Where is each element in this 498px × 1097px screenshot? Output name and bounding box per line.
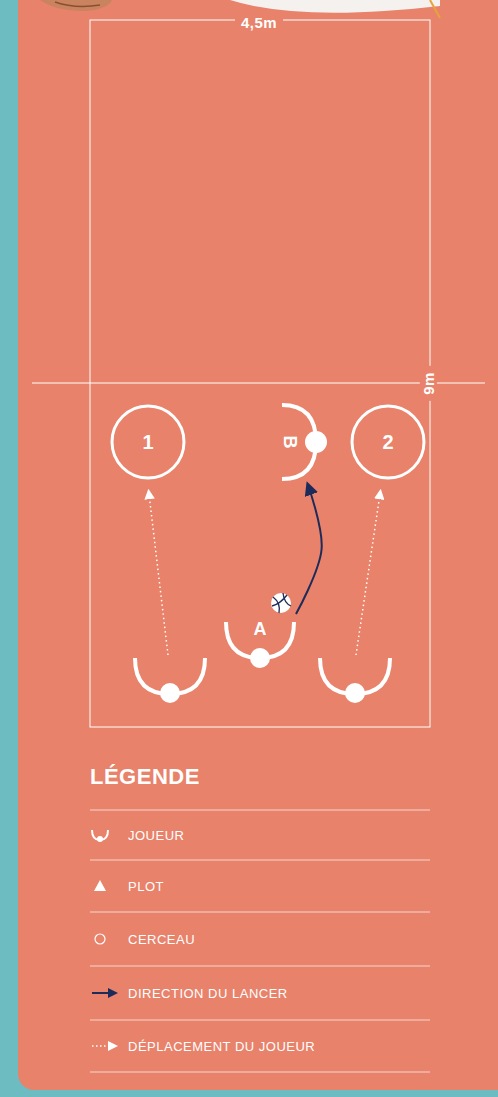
player-letter: A: [222, 620, 298, 638]
legend-label: JOUEUR: [128, 828, 184, 843]
legend-row: DÉPLACEMENT DU JOUEUR: [90, 1020, 430, 1072]
movement-arrow: [356, 494, 380, 655]
hoop-number: 2: [382, 432, 393, 452]
legend-symbol: [90, 912, 122, 966]
throw-arrow: [296, 484, 322, 614]
ball: [271, 593, 291, 613]
hoop-circle: 2: [350, 404, 426, 480]
legend-title: LÉGENDE: [90, 764, 200, 790]
player-symbol: [135, 658, 205, 703]
legend-row: JOUEUR: [90, 810, 430, 860]
legend-label: CERCEAU: [128, 932, 195, 947]
legend-row: PLOT: [90, 860, 430, 912]
legend-label: PLOT: [128, 879, 164, 894]
illustration-figure: [230, 0, 440, 13]
legend-symbol: [90, 810, 122, 860]
net-line: [32, 383, 485, 384]
legend-row: DIRECTION DU LANCER: [90, 966, 430, 1020]
panel: [18, 0, 498, 1090]
legend-symbol: [90, 1020, 122, 1072]
legend-symbol: [90, 966, 122, 1020]
width-dimension: 4,5m: [235, 14, 283, 31]
legend-label: DIRECTION DU LANCER: [128, 986, 288, 1001]
legend-symbol: [90, 860, 122, 912]
length-dimension: 9m: [420, 366, 437, 401]
legend-row: CERCEAU: [90, 912, 430, 966]
legend-label: DÉPLACEMENT DU JOUEUR: [128, 1039, 315, 1054]
court-outline: [90, 20, 430, 727]
illustration-ball: [40, 0, 112, 11]
hoop-circle: 1: [110, 404, 186, 480]
player-symbol: [320, 658, 390, 703]
player-node: B: [274, 400, 330, 484]
hoop-number: 1: [142, 432, 153, 452]
movement-arrow: [149, 494, 168, 655]
legend-rules: [90, 810, 430, 1072]
player-letter: B: [281, 436, 299, 449]
player-node: A: [222, 614, 298, 672]
